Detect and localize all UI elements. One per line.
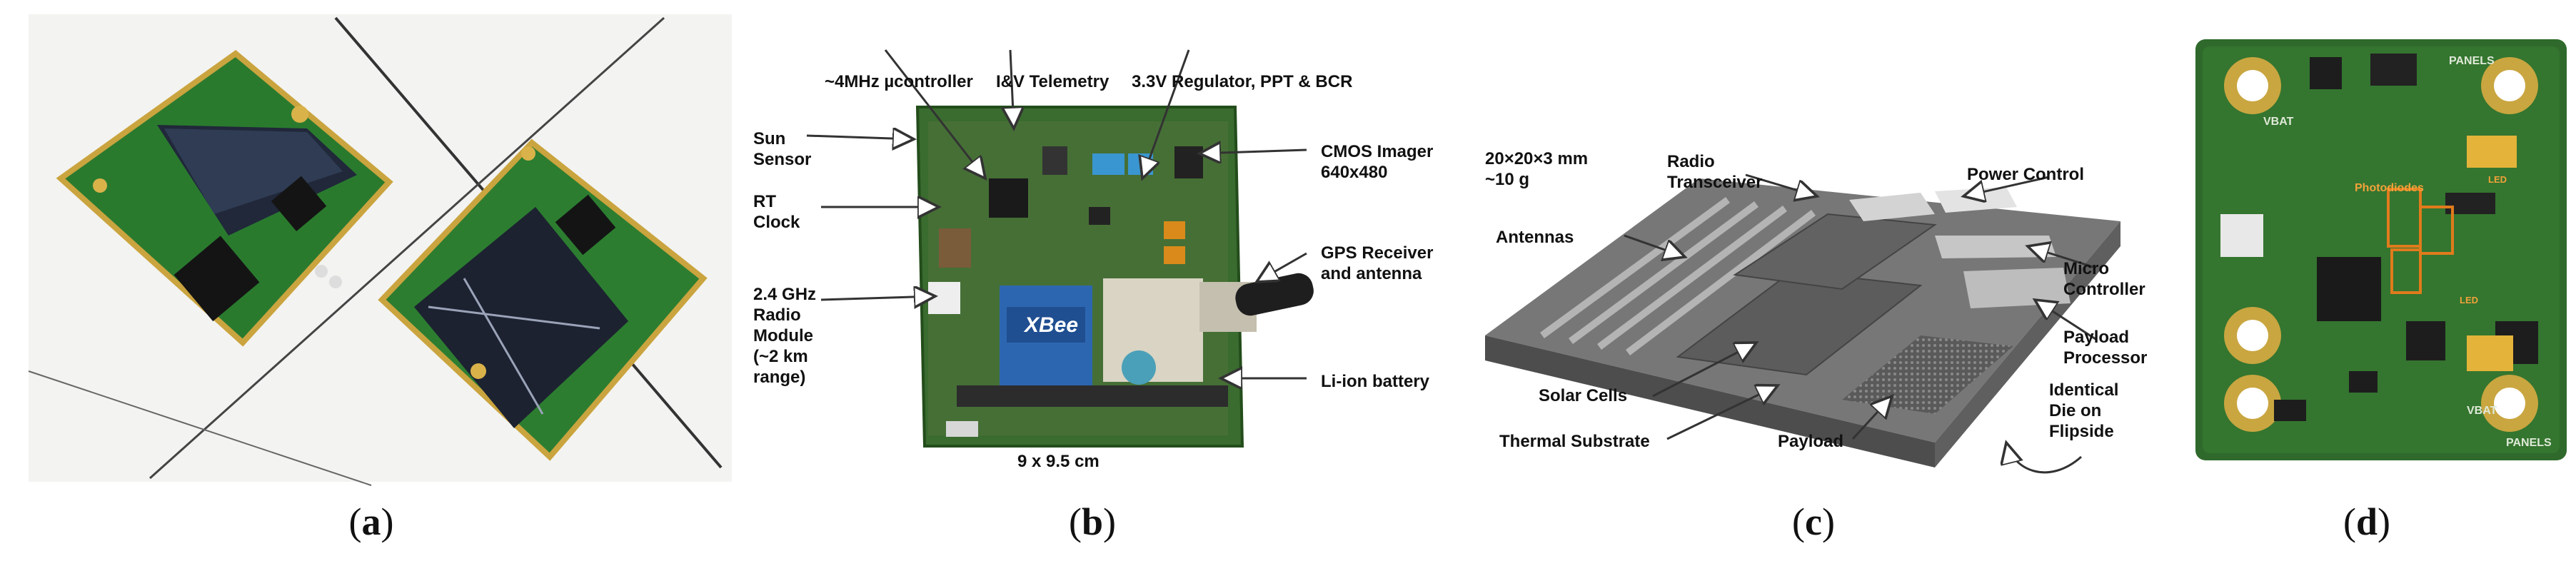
chipsat-board-right — [378, 138, 708, 461]
label-thermal-substrate: Thermal Substrate — [1499, 432, 1650, 451]
label-size: 20×20×3 mm~10 g — [1485, 149, 1589, 189]
label-telemetry: I&V Telemetry — [996, 72, 1110, 91]
xbee-label: XBee — [1023, 313, 1078, 337]
label-vbat-bottom: VBAT — [2467, 405, 2497, 417]
caption-c: (c) — [1792, 500, 1835, 543]
panel-d: PANELS PANELS VBAT VBAT Photodiodes LED … — [2178, 0, 2576, 492]
label-panels-top: PANELS — [2449, 55, 2495, 67]
label-power-control: Power Control — [1967, 165, 2085, 184]
chipsat-board-left — [56, 49, 393, 347]
panel-d-photo: PANELS PANELS VBAT VBAT Photodiodes LED … — [2195, 39, 2567, 460]
label-antennas: Antennas — [1496, 228, 1574, 247]
label-regulator: 3.3V Regulator, PPT & BCR — [1132, 72, 1353, 91]
label-payload: Payload — [1778, 432, 1844, 451]
caption-a: (a) — [348, 500, 394, 543]
caption-d: (d) — [2343, 500, 2390, 543]
label-vbat-top: VBAT — [2263, 116, 2294, 128]
label-photodiodes: Photodiodes — [2355, 182, 2424, 194]
panel-c-diagram — [1485, 173, 2120, 474]
label-led-1: LED — [2488, 174, 2507, 185]
label-controller: ~4MHz µcontroller — [825, 72, 973, 91]
panel-b: XBee ~4MHz µcontroller I&V Telemetry 3.3… — [743, 0, 1464, 492]
panel-b-photo: XBee — [806, 49, 1314, 448]
caption-b: (b) — [1068, 500, 1116, 543]
label-dimensions: 9 x 9.5 cm — [1017, 452, 1100, 471]
label-panels-bottom: PANELS — [2506, 437, 2552, 449]
label-solar-cells: Solar Cells — [1539, 386, 1628, 405]
label-led-2: LED — [2460, 295, 2478, 305]
panel-a — [0, 0, 743, 492]
panel-a-photo — [28, 14, 732, 486]
label-battery: Li-ion battery — [1321, 372, 1430, 391]
